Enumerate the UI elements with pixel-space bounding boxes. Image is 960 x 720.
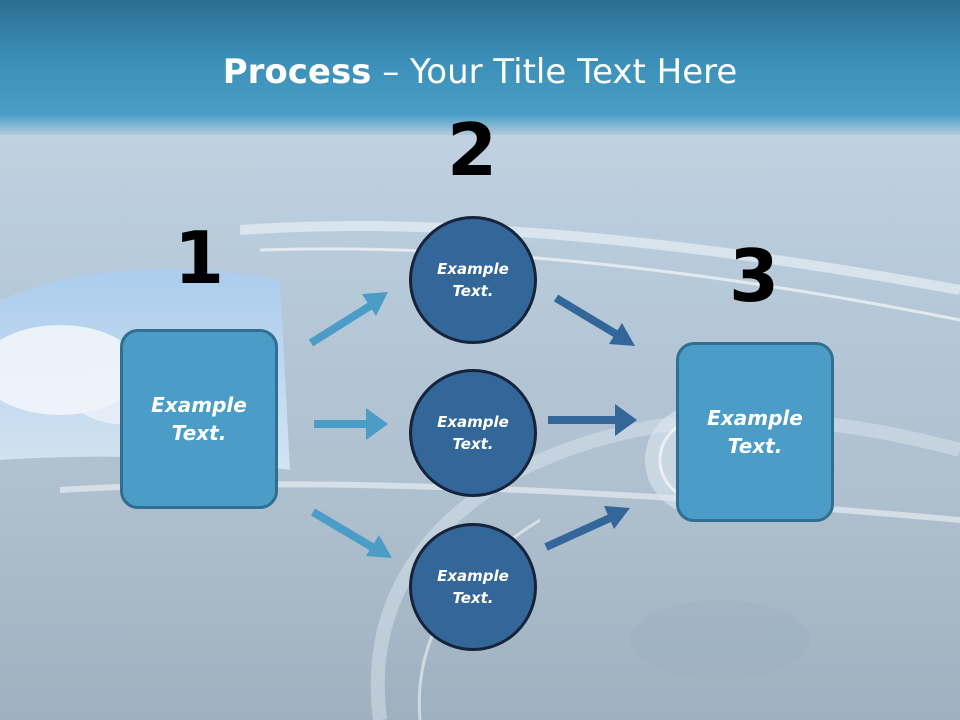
left-box: Example Text. <box>120 329 278 509</box>
arrow-left-to-bottom <box>310 508 392 558</box>
left-box-text: Example Text. <box>151 393 247 445</box>
circle-bottom: Example Text. <box>409 523 537 651</box>
title-bold-part: Process <box>222 52 372 92</box>
arrow-left-to-top <box>308 292 388 347</box>
arrow-left-to-middle <box>314 408 388 440</box>
step-number-2: 2 <box>446 108 498 192</box>
arrow-bottom-to-right <box>544 506 630 551</box>
circle-top-text: Example Text. <box>437 259 509 301</box>
step-number-1: 1 <box>173 216 225 300</box>
circle-top: Example Text. <box>409 216 537 344</box>
circle-middle: Example Text. <box>409 369 537 497</box>
arrow-top-to-right <box>553 294 635 346</box>
circle-middle-text: Example Text. <box>437 412 509 454</box>
circle-bottom-text: Example Text. <box>437 566 509 608</box>
slide-title: Process – Your Title Text Here <box>0 52 960 92</box>
right-box: Example Text. <box>676 342 834 522</box>
arrow-middle-to-right <box>548 404 637 436</box>
title-rest-part: – Your Title Text Here <box>371 52 738 92</box>
step-number-3: 3 <box>728 234 780 318</box>
right-box-text: Example Text. <box>707 406 803 458</box>
title-band <box>0 0 960 135</box>
